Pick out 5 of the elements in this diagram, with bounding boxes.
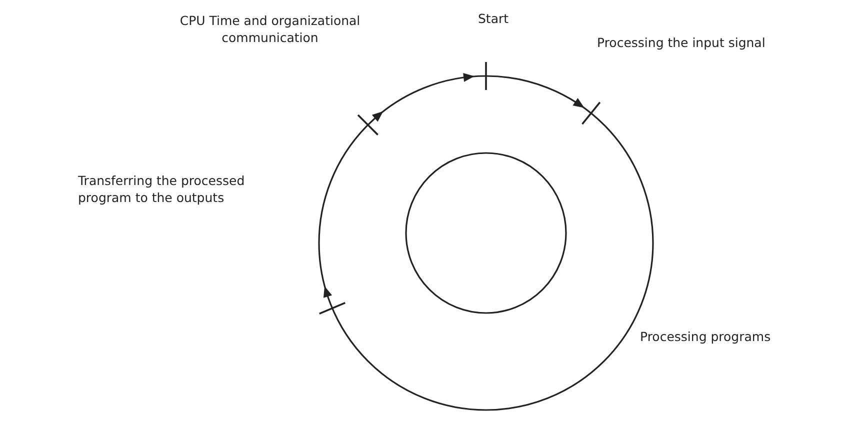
phase-label: Transferring the processed program to the outputs [78,172,246,206]
phase-label: Processing the input signal [597,34,766,51]
phase-label: Start [478,10,510,27]
phase-label: Processing programs [640,328,772,345]
phase-label: CPU Time and organizational communication [178,12,362,46]
